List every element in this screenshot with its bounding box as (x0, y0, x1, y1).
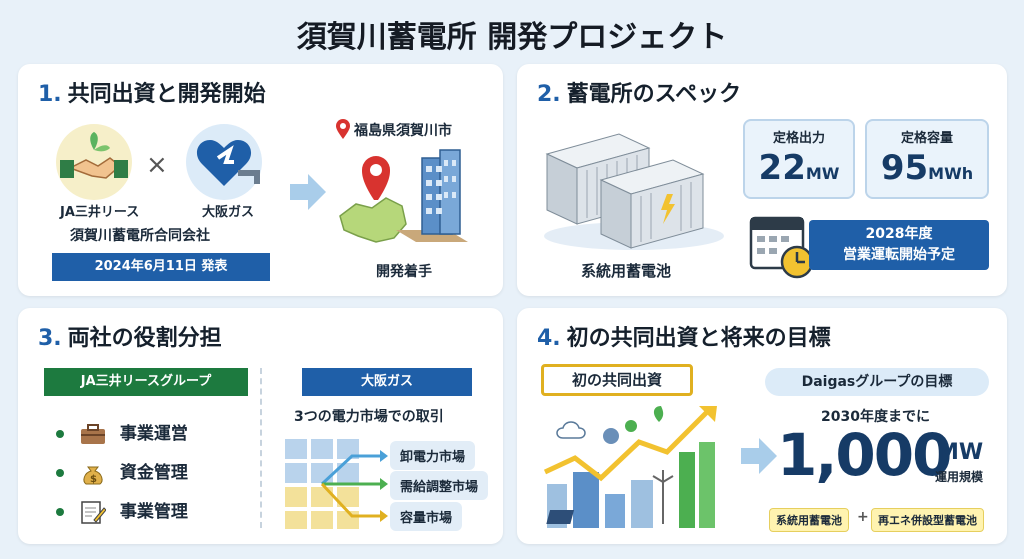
rated-output-label: 定格出力 (772, 131, 825, 146)
right-role-header: 大阪ガス (302, 368, 472, 396)
company-name: 須賀川蓄電所合同会社 (70, 228, 210, 244)
battery-label: 系統用蓄電池 (581, 262, 672, 280)
battery-container-icon (544, 133, 724, 250)
briefcase-icon (80, 424, 105, 444)
role-item: 事業運営 (56, 419, 188, 445)
osaka-gas-logo-icon (186, 124, 262, 200)
market-grid-icon (283, 437, 388, 531)
section-title: 4.初の共同出資と将来の目標 (537, 326, 831, 351)
section-title: 3.両社の役割分担 (38, 326, 222, 351)
section-joint-investment: 1.共同出資と開発開始 JA三井リース × 大阪ガス 須賀川蓄電所合同会社 20… (18, 64, 503, 296)
document-edit-icon (81, 501, 107, 524)
market-item: 卸電力市場 (390, 441, 476, 470)
section-future-goal: 4.初の共同出資と将来の目標 初の共同出資 Daigasグループの目標 2030… (517, 308, 1007, 544)
section-title: 2.蓄電所のスペック (537, 82, 742, 107)
goal-value: 1,000 (777, 421, 952, 489)
rated-output-unit: MW (805, 164, 840, 183)
section-title: 1.共同出資と開発開始 (38, 82, 266, 107)
section-specs: 2.蓄電所のスペック 系統用蓄電池 定格出力 22MW 定格容量 95MWh 2… (517, 64, 1007, 296)
role-item: $ 資金管理 (56, 458, 188, 485)
plus-sign: + (857, 509, 869, 525)
rated-capacity-value: 95 (880, 148, 929, 188)
schedule-banner: 2028年度 営業運転開始予定 (809, 220, 989, 270)
section-roles: 3.両社の役割分担 JA三井リースグループ 事業運営 $ 資金管理 事業管理 大… (18, 308, 503, 544)
arrow-right-icon (741, 438, 777, 474)
rated-capacity-unit: MWh (928, 164, 974, 183)
rated-capacity-box: 定格容量 95MWh (865, 119, 989, 199)
development-start-label: 開発着手 (376, 264, 432, 280)
map-building-icon (339, 149, 468, 243)
goal-header: Daigasグループの目標 (765, 368, 989, 396)
arrow-right-icon (290, 174, 326, 210)
market-item: 需給調整市場 (390, 471, 489, 500)
times-sign: × (146, 150, 168, 180)
first-investment-banner: 初の共同出資 (541, 364, 693, 396)
market-subtitle: 3つの電力市場での取引 (294, 409, 444, 425)
market-item: 容量市場 (390, 502, 463, 531)
left-role-header: JA三井リースグループ (44, 368, 248, 396)
partner-a-label: JA三井リース (60, 205, 140, 220)
handshake-icon (56, 124, 132, 200)
money-bag-icon: $ (83, 466, 103, 485)
goal-unit: MW (937, 440, 984, 465)
goal-subtitle: 2030年度までに (821, 409, 930, 425)
rated-output-value: 22 (758, 148, 806, 188)
page-title: 須賀川蓄電所 開発プロジェクト (296, 20, 728, 55)
battery-type-tag: 再エネ併設型蓄電池 (871, 508, 984, 532)
partner-b-label: 大阪ガス (202, 205, 255, 220)
svg-text:$: $ (90, 474, 97, 485)
rated-output-box: 定格出力 22MW (743, 119, 855, 199)
location-label: 福島県須賀川市 (354, 123, 452, 139)
divider (260, 368, 262, 528)
rated-capacity-label: 定格容量 (900, 131, 953, 146)
battery-type-tag: 系統用蓄電池 (769, 508, 849, 532)
announce-ribbon: 2024年6月11日 発表 (52, 253, 270, 281)
calendar-clock-icon (749, 216, 814, 279)
growth-city-icon (543, 406, 717, 528)
goal-note: 運用規模 (935, 470, 984, 484)
location-pin-icon (336, 119, 350, 139)
role-item: 事業管理 (56, 497, 188, 524)
